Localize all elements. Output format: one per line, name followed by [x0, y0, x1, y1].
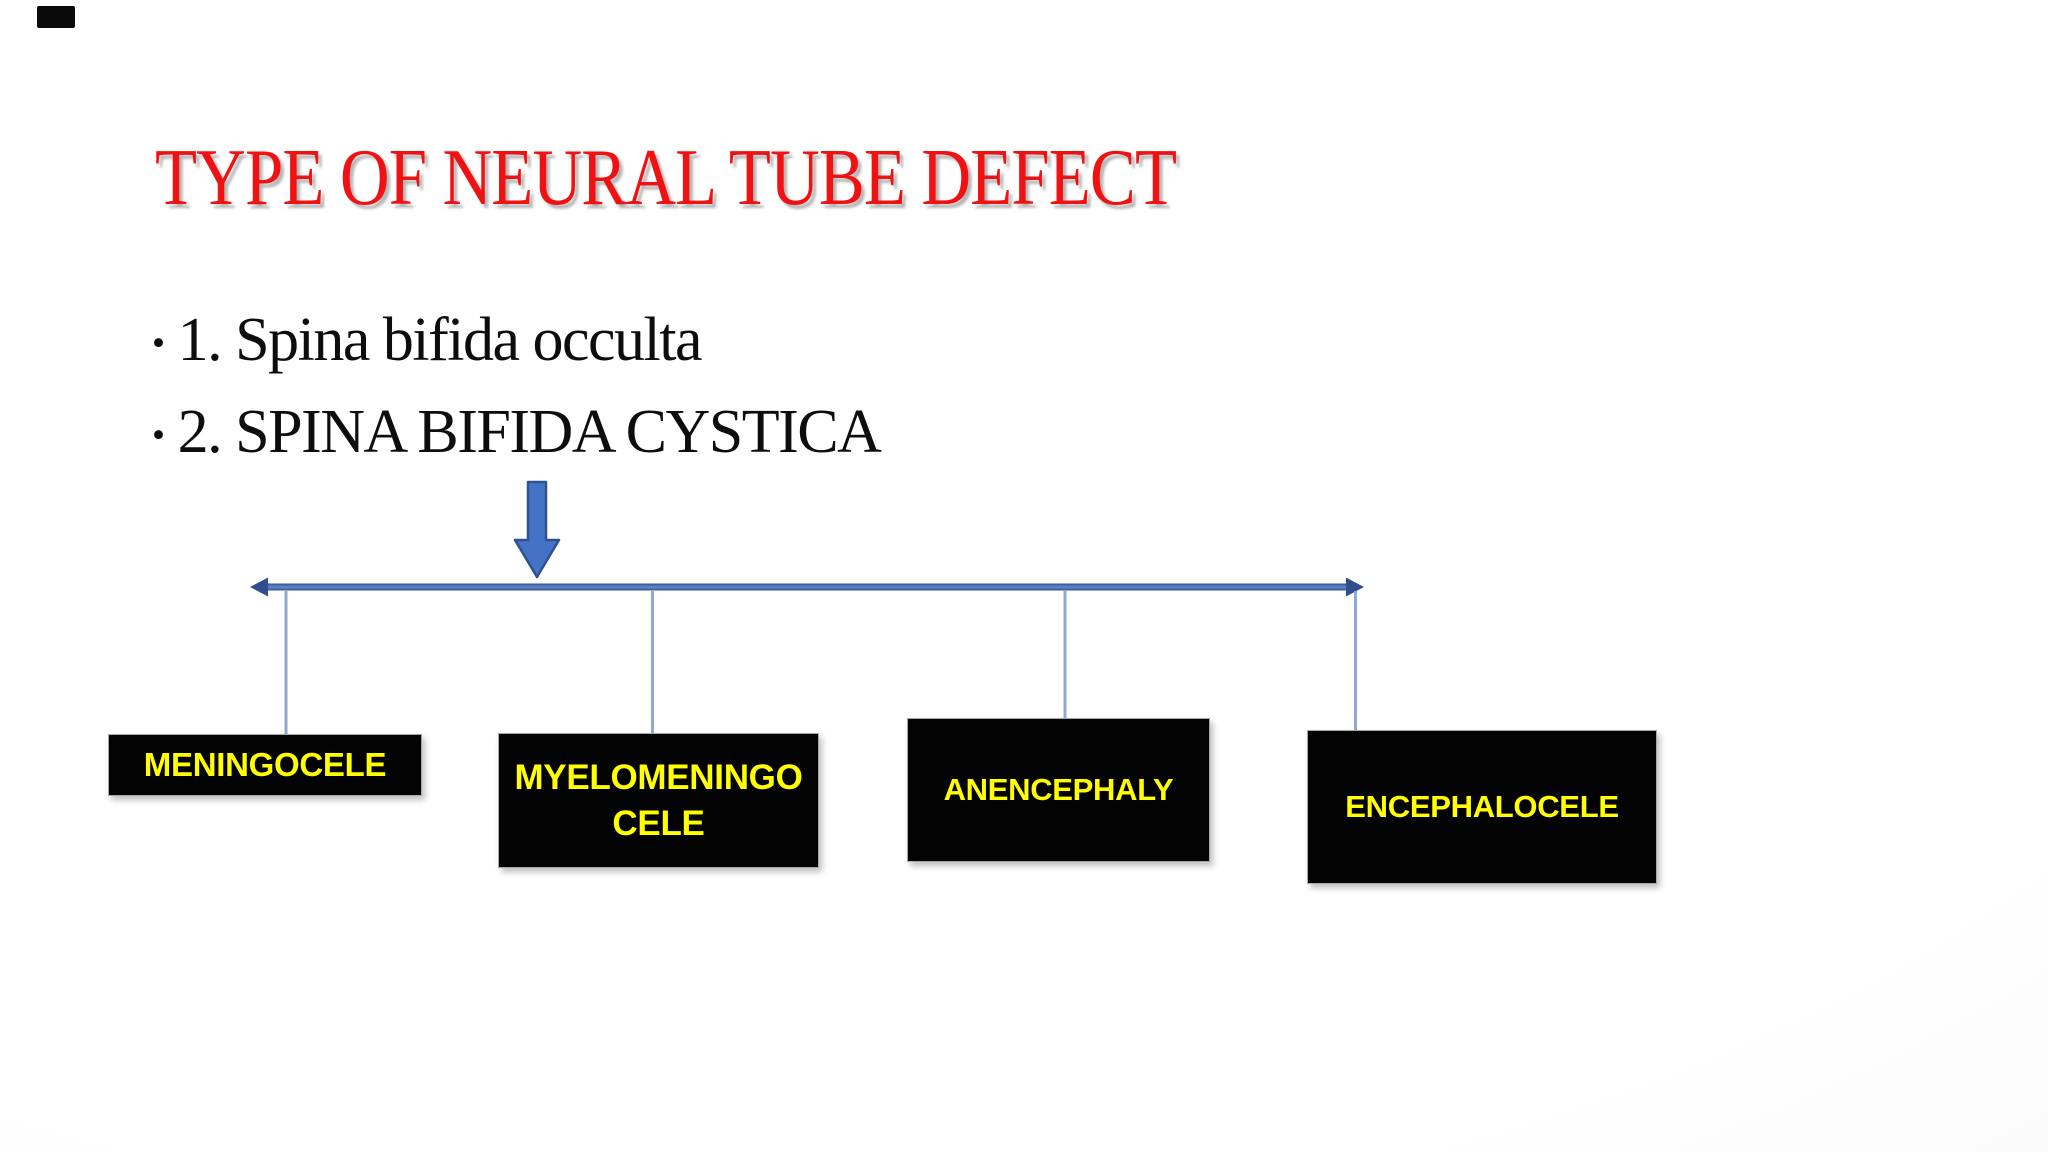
arrowhead-right-icon: [1346, 577, 1364, 597]
corner-mark: [37, 6, 75, 28]
arrowhead-left-icon: [250, 577, 268, 597]
box-myelomeningocele-label-line2: CELE: [612, 803, 705, 843]
bullet-text-2: 2. SPINA BIFIDA CYSTICA: [177, 397, 882, 466]
bullet-dot-icon: •: [152, 322, 166, 364]
box-meningocele: MENINGOCELE: [108, 734, 422, 796]
page-title: TYPE OF NEURAL TUBE DEFECT: [155, 134, 1177, 222]
bullet-dot-icon: •: [152, 414, 166, 456]
box-myelomeningocele-label-line1: MYELOMENINGO: [514, 757, 803, 797]
bullet-item-1: • 1. Spina bifida occulta: [152, 296, 880, 388]
box-anencephaly-label: ANENCEPHALY: [943, 772, 1174, 807]
box-encephalocele-label: ENCEPHALOCELE: [1345, 789, 1619, 824]
box-anencephaly: ANENCEPHALY: [907, 718, 1210, 862]
bullet-item-2: • 2. SPINA BIFIDA CYSTICA: [152, 388, 882, 480]
double-headed-arrow-line: [250, 577, 1364, 597]
down-arrow-icon: [513, 480, 561, 579]
box-encephalocele: ENCEPHALOCELE: [1307, 730, 1657, 884]
box-myelomeningocele: MYELOMENINGO CELE: [498, 733, 819, 868]
bullet-text-1: 1. Spina bifida occulta: [177, 306, 703, 374]
box-meningocele-label: MENINGOCELE: [143, 746, 387, 783]
bullet-list: • 1. Spina bifida occulta • 2. SPINA BIFID…: [152, 296, 882, 480]
